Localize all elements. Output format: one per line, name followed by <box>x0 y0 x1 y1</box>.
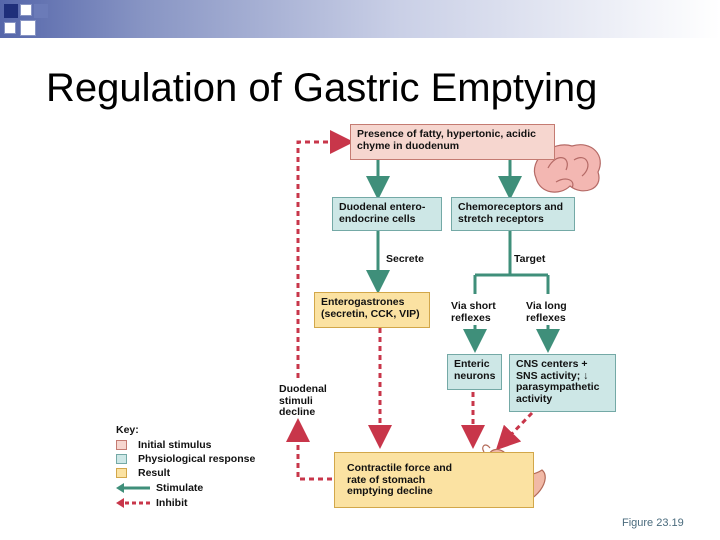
feedback-line-upper <box>296 130 354 378</box>
cns-centers-text: CNS centers + SNS activity; ↓ parasympat… <box>516 358 600 405</box>
key-swatch-yellow <box>116 468 127 478</box>
secrete-label: Secrete <box>386 253 424 265</box>
target-label: Target <box>514 253 546 265</box>
duodenal-stimuli-label: Duodenal stimuli decline <box>279 383 327 418</box>
key-label: Stimulate <box>156 482 204 494</box>
header-gradient-bar <box>0 0 720 38</box>
inhibit-arrow-icon <box>116 498 150 508</box>
inhibit-from-cns <box>495 411 534 451</box>
result-box: Contractile force and rate of stomach em… <box>334 452 534 508</box>
enterogastrones-text: Enterogastrones (secretin, CCK, VIP) <box>321 296 420 320</box>
slide-title: Regulation of Gastric Emptying <box>46 66 598 110</box>
enteric-neurons-box: Enteric neurons <box>447 354 502 390</box>
initial-stimulus-text: Presence of fatty, hypertonic, acidic ch… <box>357 128 536 152</box>
corner-square-decoration <box>20 4 32 16</box>
corner-square-decoration <box>20 20 36 36</box>
initial-stimulus-box: Presence of fatty, hypertonic, acidic ch… <box>350 124 555 160</box>
key-swatch-teal <box>116 454 127 464</box>
enteroendocrine-box: Duodenal entero-endocrine cells <box>332 197 442 231</box>
key-label: Initial stimulus <box>138 439 212 451</box>
corner-square-decoration <box>34 4 48 18</box>
short-reflex-label: Via short reflexes <box>451 300 496 324</box>
enteric-neurons-text: Enteric neurons <box>454 358 496 382</box>
figure-reference: Figure 23.19 <box>622 517 684 529</box>
enteroendocrine-text: Duodenal entero-endocrine cells <box>339 201 426 225</box>
enterogastrones-box: Enterogastrones (secretin, CCK, VIP) <box>314 292 430 328</box>
key-label: Result <box>138 467 171 479</box>
feedback-line-lower <box>286 418 332 481</box>
key-label: Inhibit <box>156 497 188 509</box>
long-reflex-label: Via long reflexes <box>526 300 567 324</box>
chemoreceptors-text: Chemoreceptors and stretch receptors <box>458 201 564 225</box>
result-text: Contractile force and rate of stomach em… <box>347 462 453 497</box>
chemoreceptors-box: Chemoreceptors and stretch receptors <box>451 197 575 231</box>
key-label: Physiological response <box>138 453 256 465</box>
cns-centers-box: CNS centers + SNS activity; ↓ parasympat… <box>509 354 616 412</box>
key-swatch-pink <box>116 440 127 450</box>
corner-square-decoration <box>4 4 18 18</box>
corner-square-decoration <box>4 22 16 34</box>
stimulate-arrow-icon <box>116 483 150 493</box>
key-title: Key: <box>116 424 139 436</box>
